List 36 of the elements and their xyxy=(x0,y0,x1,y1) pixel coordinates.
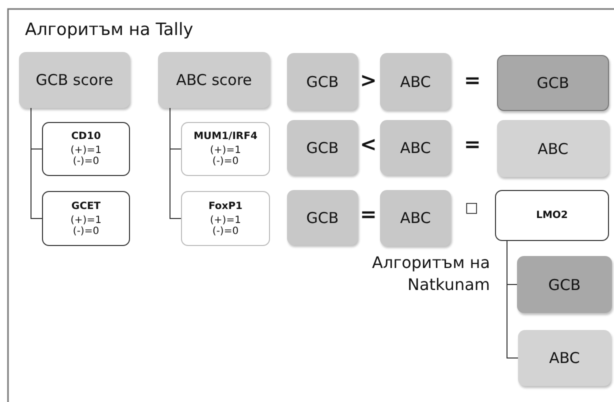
marker-box xyxy=(42,122,130,176)
title: Алгоритъм на Tally xyxy=(25,20,194,40)
score-box: GCB xyxy=(287,53,358,110)
score-box: ABC score xyxy=(158,52,270,108)
score-box: GCB xyxy=(287,120,358,175)
result-box: GCB xyxy=(517,256,612,313)
result-box: GCB xyxy=(497,55,609,111)
algorithm-heading: Алгоритъм на Natkunam xyxy=(371,252,490,296)
connector-line xyxy=(30,108,42,219)
operator-symbol: = xyxy=(464,68,481,92)
marker-box xyxy=(42,191,130,246)
operator-symbol: = xyxy=(464,132,481,156)
connector-line xyxy=(506,240,518,358)
marker-box xyxy=(181,122,270,176)
result-box: ABC xyxy=(497,120,609,177)
marker-name: GCET xyxy=(71,200,101,212)
operator-symbol: < xyxy=(360,132,377,156)
marker-box: LMO2 xyxy=(495,190,609,241)
score-box: ABC xyxy=(380,53,451,110)
marker-box xyxy=(181,191,270,246)
score-rule: (+)=1 (-)=0 xyxy=(70,214,102,236)
connector-line xyxy=(170,108,182,219)
score-box: ABC xyxy=(380,190,451,246)
operator-symbol: = xyxy=(360,202,377,226)
placeholder-glyph: □ xyxy=(465,200,478,216)
score-rule: (+)=1 (-)=0 xyxy=(209,214,242,236)
score-rule: (+)=1 (-)=0 xyxy=(209,145,242,167)
score-rule: (+)=1 (-)=0 xyxy=(70,145,102,167)
marker-name: MUM1/IRF4 xyxy=(194,131,258,142)
score-box: ABC xyxy=(380,120,451,175)
score-box: GCB score xyxy=(19,52,130,108)
operator-symbol: > xyxy=(360,68,377,92)
score-box: GCB xyxy=(287,190,358,245)
marker-name: CD10 xyxy=(71,131,101,142)
result-box: ABC xyxy=(518,330,611,386)
marker-name: FoxP1 xyxy=(208,200,243,212)
